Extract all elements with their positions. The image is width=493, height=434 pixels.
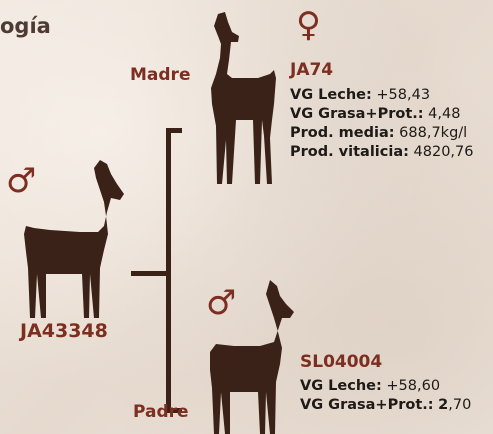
mother-role-label: Madre <box>130 65 191 85</box>
father-goat-silhouette-icon <box>210 280 294 434</box>
mother-stat-fat-protein: VG Grasa+Prot.: 4,48 <box>290 106 461 122</box>
connector-bottom-arm <box>166 408 182 413</box>
connector-top-arm <box>166 128 182 133</box>
offspring-sex-symbol: ♂ <box>6 161 37 201</box>
mother-goat-silhouette-icon <box>211 12 276 184</box>
father-stat-fat-protein: VG Grasa+Prot.: 2,70 <box>300 397 472 413</box>
connector-stem <box>131 271 169 276</box>
offspring-goat-silhouette-icon <box>24 160 124 318</box>
mother-stat-avg-production: Prod. media: 688,7kg/l <box>290 125 468 141</box>
mother-sex-symbol: ♀ <box>296 5 321 45</box>
mother-id: JA74 <box>290 60 334 80</box>
mother-stats: VG Leche: +58,43 VG Grasa+Prot.: 4,48 Pr… <box>290 86 473 162</box>
father-stat-milk: VG Leche: +58,60 <box>300 378 441 394</box>
father-sex-symbol: ♂ <box>206 283 237 323</box>
mother-stat-lifetime-production: Prod. vitalicia: 4820,76 <box>290 144 474 160</box>
father-role-label: Padre <box>133 402 189 422</box>
connector-vertical <box>166 130 171 412</box>
page-title: ogía <box>0 14 51 38</box>
offspring-id: JA43348 <box>20 320 108 342</box>
mother-stat-milk: VG Leche: +58,43 <box>290 87 431 103</box>
father-stats: VG Leche: +58,60 VG Grasa+Prot.: 2,70 <box>300 377 471 415</box>
father-id: SL04004 <box>300 352 383 372</box>
